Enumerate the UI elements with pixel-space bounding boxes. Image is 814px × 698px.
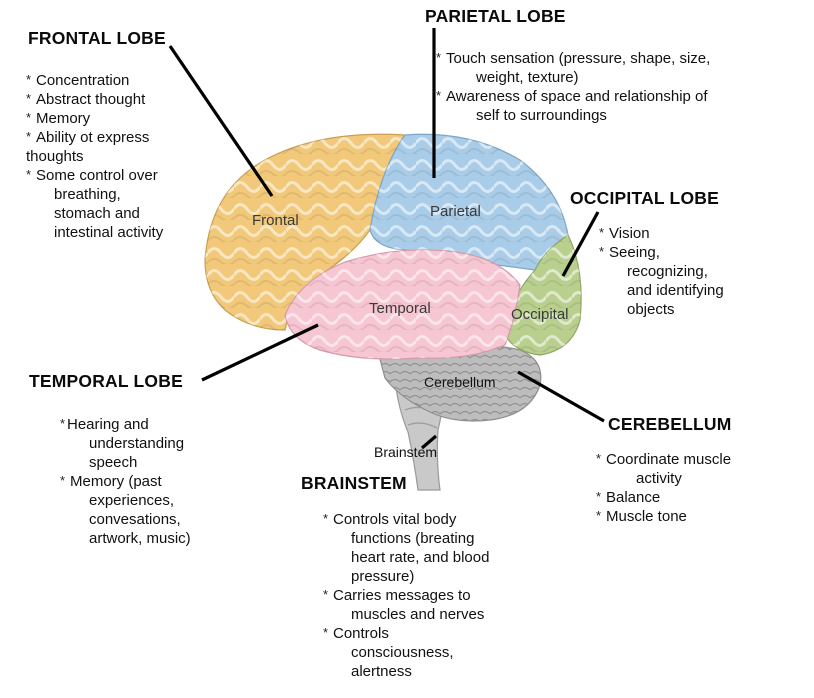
temporal-note-2: Memory (past: [60, 471, 191, 491]
frontal-note-4: Ability ot express: [26, 127, 163, 147]
temporal-leader-line: [201, 323, 319, 382]
cerebellum-note-1: Coordinate muscle: [596, 449, 731, 469]
frontal-note-3: Memory: [26, 108, 163, 128]
brainstem-note-3-cont-2: alertness: [351, 663, 412, 680]
frontal-note-1: Concentration: [26, 70, 163, 90]
brainstem-note-2-cont: muscles and nerves: [351, 606, 485, 623]
cerebellum-leader-line: [517, 370, 605, 423]
occipital-note-2-cont-2: and identifying: [627, 282, 724, 299]
occipital-lobe-heading: OCCIPITAL LOBE: [570, 188, 719, 208]
brainstem-note-1: Controls vital body: [323, 509, 489, 529]
frontal-region-label: Frontal: [252, 212, 299, 229]
occipital-note-2-cont-1: recognizing,: [627, 263, 708, 280]
parietal-region-label: Parietal: [430, 203, 481, 220]
cerebellum-note-1-cont: activity: [636, 470, 682, 487]
cerebellum-heading: CEREBELLUM: [608, 414, 732, 434]
frontal-note-4-cont: thoughts: [26, 148, 84, 165]
frontal-note-5-cont-1: breathing,: [54, 186, 121, 203]
brainstem-note-3: Controls: [323, 623, 489, 643]
occipital-leader-line: [561, 211, 600, 277]
frontal-leader-line: [168, 45, 274, 197]
occipital-note-1: Vision: [599, 223, 724, 243]
parietal-note-2: Awareness of space and relationship of: [436, 86, 710, 106]
brainstem-leader-line: [420, 434, 438, 450]
frontal-note-5: Some control over: [26, 165, 163, 185]
brainstem-heading: BRAINSTEM: [301, 473, 407, 493]
brainstem-note-2: Carries messages to: [323, 585, 489, 605]
frontal-note-5-cont-2: stomach and: [54, 205, 140, 222]
brainstem-note-1-cont-1: functions (breating: [351, 530, 475, 547]
parietal-lobe-heading: PARIETAL LOBE: [425, 6, 566, 26]
frontal-lobe-heading: FRONTAL LOBE: [28, 28, 166, 48]
parietal-note-1-cont: weight, texture): [476, 69, 579, 86]
brainstem-note-1-cont-2: heart rate, and blood: [351, 549, 490, 566]
temporal-note-2-cont-2: convesations,: [89, 511, 181, 528]
temporal-note-2-cont-1: experiences,: [89, 492, 175, 509]
temporal-region-label: Temporal: [369, 300, 431, 317]
leader-lines: [168, 28, 605, 450]
temporal-lobe-heading: TEMPORAL LOBE: [29, 371, 183, 391]
parietal-lobe-notes: Touch sensation (pressure, shape, size, …: [436, 48, 710, 125]
occipital-note-2: Seeing,: [599, 242, 724, 262]
cerebellum-note-2: Balance: [596, 487, 731, 507]
occipital-region-label: Occipital: [511, 306, 569, 323]
brainstem-notes: Controls vital body functions (breating …: [323, 509, 490, 681]
temporal-note-1-cont-1: understanding: [89, 435, 185, 452]
frontal-lobe-notes: Concentration Abstract thought Memory Ab…: [26, 70, 164, 242]
parietal-note-1: Touch sensation (pressure, shape, size,: [436, 48, 710, 68]
occipital-note-2-cont-3: objects: [627, 301, 675, 318]
cerebellum-note-3: Muscle tone: [596, 506, 731, 526]
temporal-note-2-cont-3: artwork, music): [89, 530, 191, 547]
occipital-lobe-notes: Vision Seeing, recognizing, and identify…: [599, 223, 724, 319]
temporal-note-1: Hearing and: [60, 414, 191, 434]
cerebellum-notes: Coordinate muscle activity Balance Muscl…: [596, 449, 731, 526]
cerebellum-region-label: Cerebellum: [424, 374, 496, 390]
brainstem-note-1-cont-3: pressure): [351, 568, 415, 585]
brainstem-note-3-cont-1: consciousness,: [351, 644, 454, 661]
parietal-note-2-cont: self to surroundings: [476, 107, 607, 124]
temporal-note-1-cont-2: speech: [89, 454, 138, 471]
frontal-note-5-cont-3: intestinal activity: [54, 224, 164, 241]
temporal-lobe-notes: Hearing and understanding speech Memory …: [60, 414, 191, 548]
frontal-note-2: Abstract thought: [26, 89, 163, 109]
brainstem-region-label: Brainstem: [374, 444, 438, 460]
